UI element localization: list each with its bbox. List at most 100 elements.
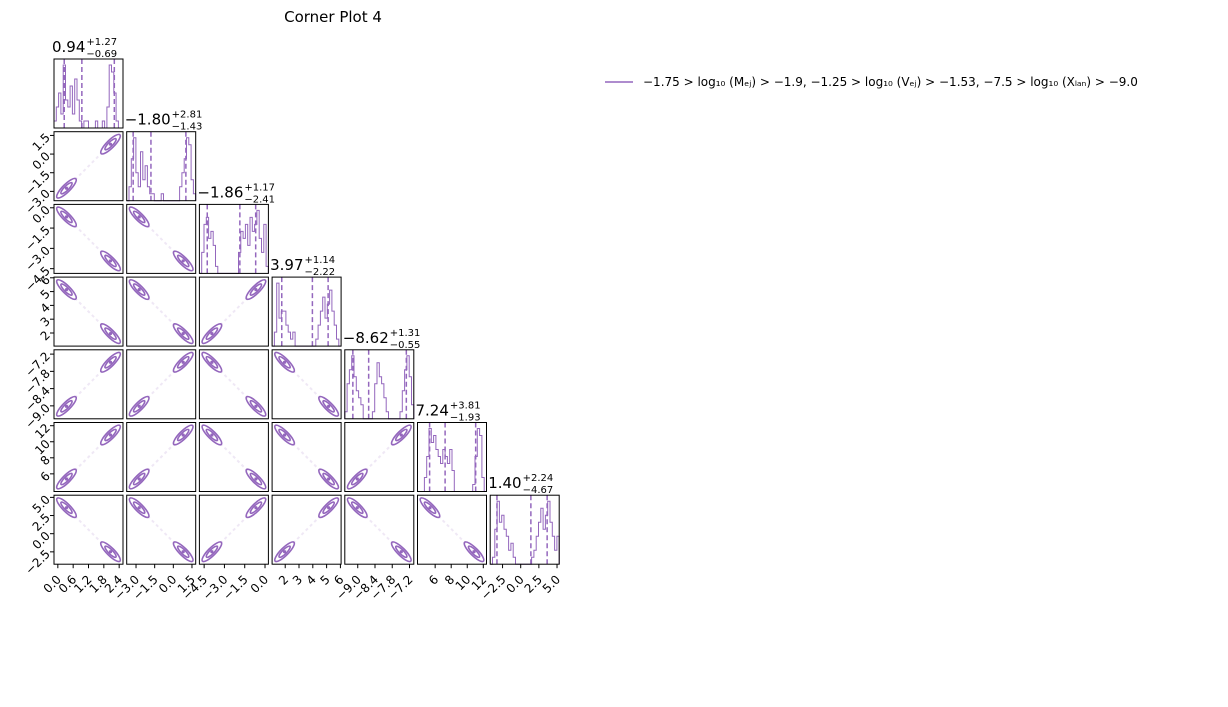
- contour-2-1-0-0: [128, 206, 150, 228]
- panel-frame-3-2: [198, 276, 269, 347]
- contour-4-0-1-0: [99, 351, 122, 373]
- ytick-label-6-3: 5.0: [30, 492, 53, 515]
- mode-point-5-4-0: [355, 477, 359, 481]
- panel-3-2: [198, 276, 269, 347]
- mode-point-5-3-1: [327, 477, 331, 481]
- legend-entry-label: −1.75 > log₁₀ (Mₑⱼ) > −1.9, −1.25 > log₁…: [643, 75, 1138, 89]
- panel-frame-5-5: [417, 422, 487, 492]
- ytick-label-3-0: 2: [38, 328, 53, 343]
- contour-5-3-1-0: [318, 468, 340, 490]
- contour-3-2-0-1: [205, 327, 219, 341]
- contour-3-2-1-0: [245, 278, 267, 301]
- density-trail-5-3: [283, 434, 330, 480]
- param-median-6: 1.40: [488, 474, 521, 492]
- contour-6-1-0-0: [128, 497, 150, 519]
- param-title-3: 3.97: [270, 256, 303, 274]
- contour-1-0-1-1: [104, 137, 117, 151]
- density-trail-6-2: [211, 506, 257, 553]
- density-trail-5-4: [356, 434, 403, 480]
- contour-6-2-0-1: [205, 545, 219, 559]
- param-plus-6: +2.24: [523, 473, 554, 484]
- mode-point-3-1-1: [181, 332, 185, 336]
- contour-5-0-1-1: [104, 428, 117, 442]
- mode-point-6-0-0: [64, 506, 69, 510]
- mode-point-6-2-0: [210, 550, 214, 554]
- contour-5-3-0-1: [278, 428, 291, 442]
- panel-frame-6-3: [271, 494, 342, 565]
- param-median-5: 7.24: [416, 402, 449, 420]
- panel-4-4: −8.62+1.31−0.55: [343, 328, 420, 420]
- panel-frame-5-2: [198, 422, 269, 492]
- contour-3-2-1-1: [249, 283, 263, 296]
- panel-frame-2-1: [126, 203, 197, 274]
- contour-4-2-1-0: [245, 395, 267, 417]
- mode-point-4-2-0: [210, 360, 214, 364]
- param-minus-2: −2.41: [244, 194, 275, 205]
- contour-3-2-0-0: [201, 323, 223, 345]
- mode-point-4-2-1: [254, 404, 258, 408]
- contour-4-2-0-0: [201, 351, 223, 373]
- contour-6-2-1-0: [245, 497, 267, 519]
- param-title-1: −1.80: [125, 111, 171, 129]
- mode-point-4-1-0: [137, 404, 141, 408]
- mode-point-6-3-0: [282, 550, 287, 554]
- panel-0-0: 0.94+1.27−0.69: [52, 37, 124, 129]
- contour-6-3-0-1: [278, 545, 291, 559]
- param-minus-0: −0.69: [86, 49, 117, 60]
- density-trail-3-0: [65, 288, 112, 335]
- xtick-label-5-0: 6: [426, 572, 441, 587]
- contour-4-3-0-0: [273, 351, 296, 373]
- contour-6-0-1-1: [104, 545, 117, 559]
- contour-6-3-1-1: [322, 501, 336, 515]
- contour-2-0-1-0: [99, 250, 122, 272]
- histogram-6: [490, 500, 560, 565]
- ytick-label-1-3: 1.5: [30, 130, 53, 153]
- mode-point-2-1-1: [181, 259, 185, 263]
- mode-point-3-2-0: [210, 332, 214, 336]
- mode-point-1-0-0: [64, 186, 69, 190]
- xtick-label-3-1: 3: [290, 572, 305, 587]
- contour-3-1-0-1: [132, 283, 146, 296]
- contour-5-2-0-1: [205, 428, 219, 442]
- mode-point-5-0-1: [108, 433, 113, 437]
- param-minus-5: −1.93: [450, 413, 481, 424]
- panel-frame-4-3: [271, 349, 342, 420]
- contour-5-1-0-1: [132, 472, 146, 486]
- xtick-label-3-2: 4: [304, 572, 319, 587]
- panel-frame-4-2: [198, 349, 269, 420]
- mode-point-2-0-0: [64, 215, 69, 219]
- contour-2-0-0-0: [55, 206, 78, 228]
- panel-frame-4-1: [126, 349, 197, 420]
- panel-3-3: 3.97+1.14−2.22: [270, 255, 342, 347]
- ytick-label-6-2: 2.5: [30, 511, 53, 534]
- density-trail-6-1: [138, 506, 184, 553]
- contour-6-1-1-1: [176, 545, 190, 559]
- density-trail-4-0: [65, 361, 112, 408]
- contour-3-0-1-0: [99, 323, 122, 345]
- contour-5-4-1-0: [390, 424, 412, 446]
- panel-frame-6-2: [198, 494, 269, 565]
- ytick-label-5-0: 6: [38, 469, 53, 484]
- histogram-0: [53, 64, 123, 129]
- mode-point-4-1-1: [181, 360, 185, 364]
- contour-5-1-0-0: [128, 468, 150, 490]
- contour-6-0-0-0: [55, 497, 78, 519]
- panel-frame-2-0: [53, 203, 124, 274]
- panel-frame-4-0: [53, 349, 124, 420]
- mode-point-6-0-1: [108, 550, 113, 554]
- density-trail-6-0: [65, 506, 112, 553]
- param-median-2: −1.86: [197, 183, 243, 201]
- param-plus-1: +2.81: [172, 110, 203, 121]
- mode-point-6-1-1: [181, 550, 185, 554]
- mode-point-1-0-1: [108, 142, 113, 146]
- contour-5-4-1-1: [394, 428, 408, 442]
- param-title-6: 1.40: [488, 474, 521, 492]
- panel-frame-4-4: [344, 349, 415, 420]
- contour-6-3-1-0: [318, 497, 340, 519]
- panel-5-1: [126, 422, 197, 492]
- panel-1-1: −1.80+2.81−1.43: [125, 110, 203, 202]
- contour-4-3-1-0: [318, 395, 340, 417]
- density-trail-4-2: [211, 361, 257, 408]
